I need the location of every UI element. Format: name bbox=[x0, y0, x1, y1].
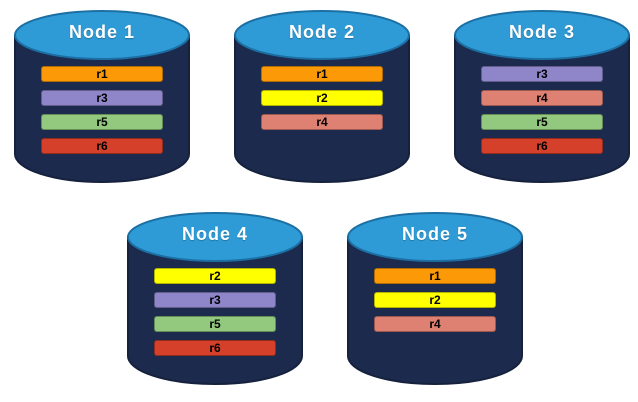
cylinder-top bbox=[454, 10, 630, 60]
replica-list: r3 r4 r5 r6 bbox=[452, 66, 632, 154]
replica-bar[interactable]: r1 bbox=[374, 268, 496, 284]
replica-bar[interactable]: r1 bbox=[261, 66, 383, 82]
cylinder-top bbox=[234, 10, 410, 60]
replica-bar[interactable]: r5 bbox=[41, 114, 163, 130]
replica-bar[interactable]: r5 bbox=[154, 316, 276, 332]
replica-list: r1 r2 r4 bbox=[345, 268, 525, 332]
cylinder-top bbox=[127, 212, 303, 262]
replica-bar[interactable]: r3 bbox=[481, 66, 603, 82]
replica-bar[interactable]: r3 bbox=[41, 90, 163, 106]
replica-bar[interactable]: r6 bbox=[154, 340, 276, 356]
cylinder-top bbox=[347, 212, 523, 262]
replica-list: r2 r3 r5 r6 bbox=[125, 268, 305, 356]
replica-bar[interactable]: r3 bbox=[154, 292, 276, 308]
replica-list: r1 r2 r4 bbox=[232, 66, 412, 130]
replica-bar[interactable]: r2 bbox=[374, 292, 496, 308]
replica-bar[interactable]: r6 bbox=[41, 138, 163, 154]
cylinder-top bbox=[14, 10, 190, 60]
replica-bar[interactable]: r2 bbox=[154, 268, 276, 284]
replica-bar[interactable]: r2 bbox=[261, 90, 383, 106]
replica-bar[interactable]: r1 bbox=[41, 66, 163, 82]
replica-bar[interactable]: r6 bbox=[481, 138, 603, 154]
replica-bar[interactable]: r5 bbox=[481, 114, 603, 130]
replica-bar[interactable]: r4 bbox=[481, 90, 603, 106]
replica-list: r1 r3 r5 r6 bbox=[12, 66, 192, 154]
replica-bar[interactable]: r4 bbox=[374, 316, 496, 332]
replica-bar[interactable]: r4 bbox=[261, 114, 383, 130]
